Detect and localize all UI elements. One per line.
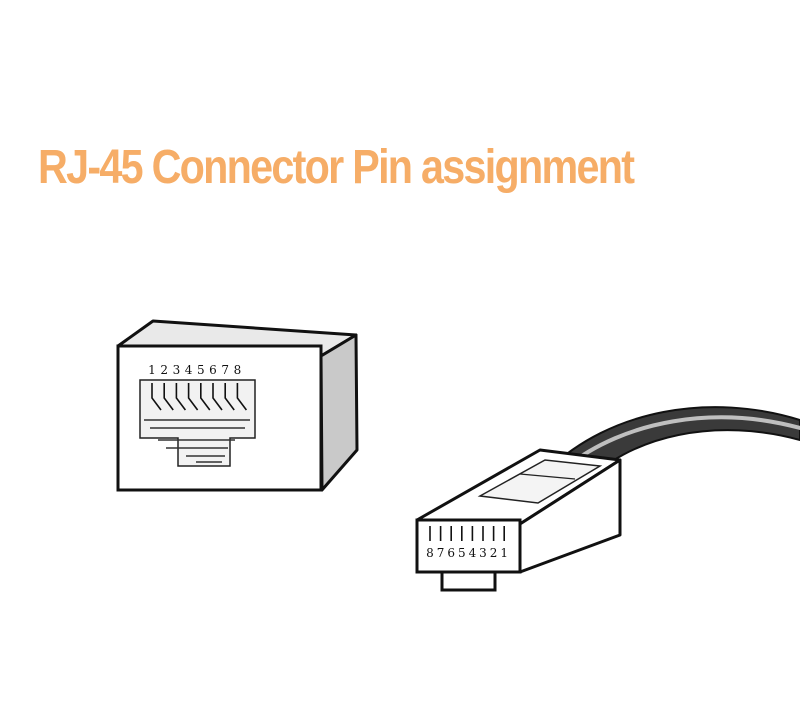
jack-contact-wire: [187, 383, 199, 411]
cable-highlight: [563, 415, 800, 470]
plug-pin-label: 6: [447, 546, 455, 560]
plug-pin-label: 2: [490, 546, 498, 560]
jack-pin-label: 6: [209, 363, 217, 377]
jack-contact-wire: [163, 383, 174, 411]
jack-pin-label: 1: [148, 363, 156, 377]
jack-pin-label: 5: [197, 363, 205, 377]
jack-contact-wire: [212, 383, 223, 411]
plug-pin-label: 5: [458, 546, 466, 560]
plug-pin-label: 3: [479, 546, 487, 560]
plug-pin-label: 1: [500, 546, 508, 560]
jack-contact-wire: [200, 383, 211, 411]
plug-pin-label: 4: [469, 546, 477, 560]
jack-pin-label: 3: [173, 363, 181, 377]
network-cable: [546, 406, 800, 492]
plug-pin-label: 7: [437, 546, 445, 560]
page-title: RJ-45 Connector Pin assignment: [38, 141, 635, 194]
jack-contact-wire: [224, 383, 235, 411]
jack-pin-label: 4: [185, 363, 193, 377]
jack-side-face: [319, 333, 359, 492]
plug-latch-line: [519, 473, 576, 480]
plug-pin-label: 8: [426, 546, 434, 560]
jack-pin-label: 7: [221, 363, 229, 377]
jack-contact-wires: [151, 383, 248, 411]
jack-socket-opening: [139, 379, 256, 467]
plug-latch: [477, 459, 603, 504]
jack-inner-steps: [144, 419, 250, 463]
jack-contact-wire: [175, 383, 187, 411]
cable-body: [546, 406, 800, 492]
jack-pin-label: 8: [234, 363, 242, 377]
jack-contact-wire: [151, 383, 162, 411]
jack-contact-wire: [236, 383, 248, 411]
jack-pin-label: 2: [160, 363, 168, 377]
plug-front-face: [415, 518, 522, 574]
plug-bottom-tab: [440, 570, 497, 592]
plug-contacts: [429, 526, 506, 541]
